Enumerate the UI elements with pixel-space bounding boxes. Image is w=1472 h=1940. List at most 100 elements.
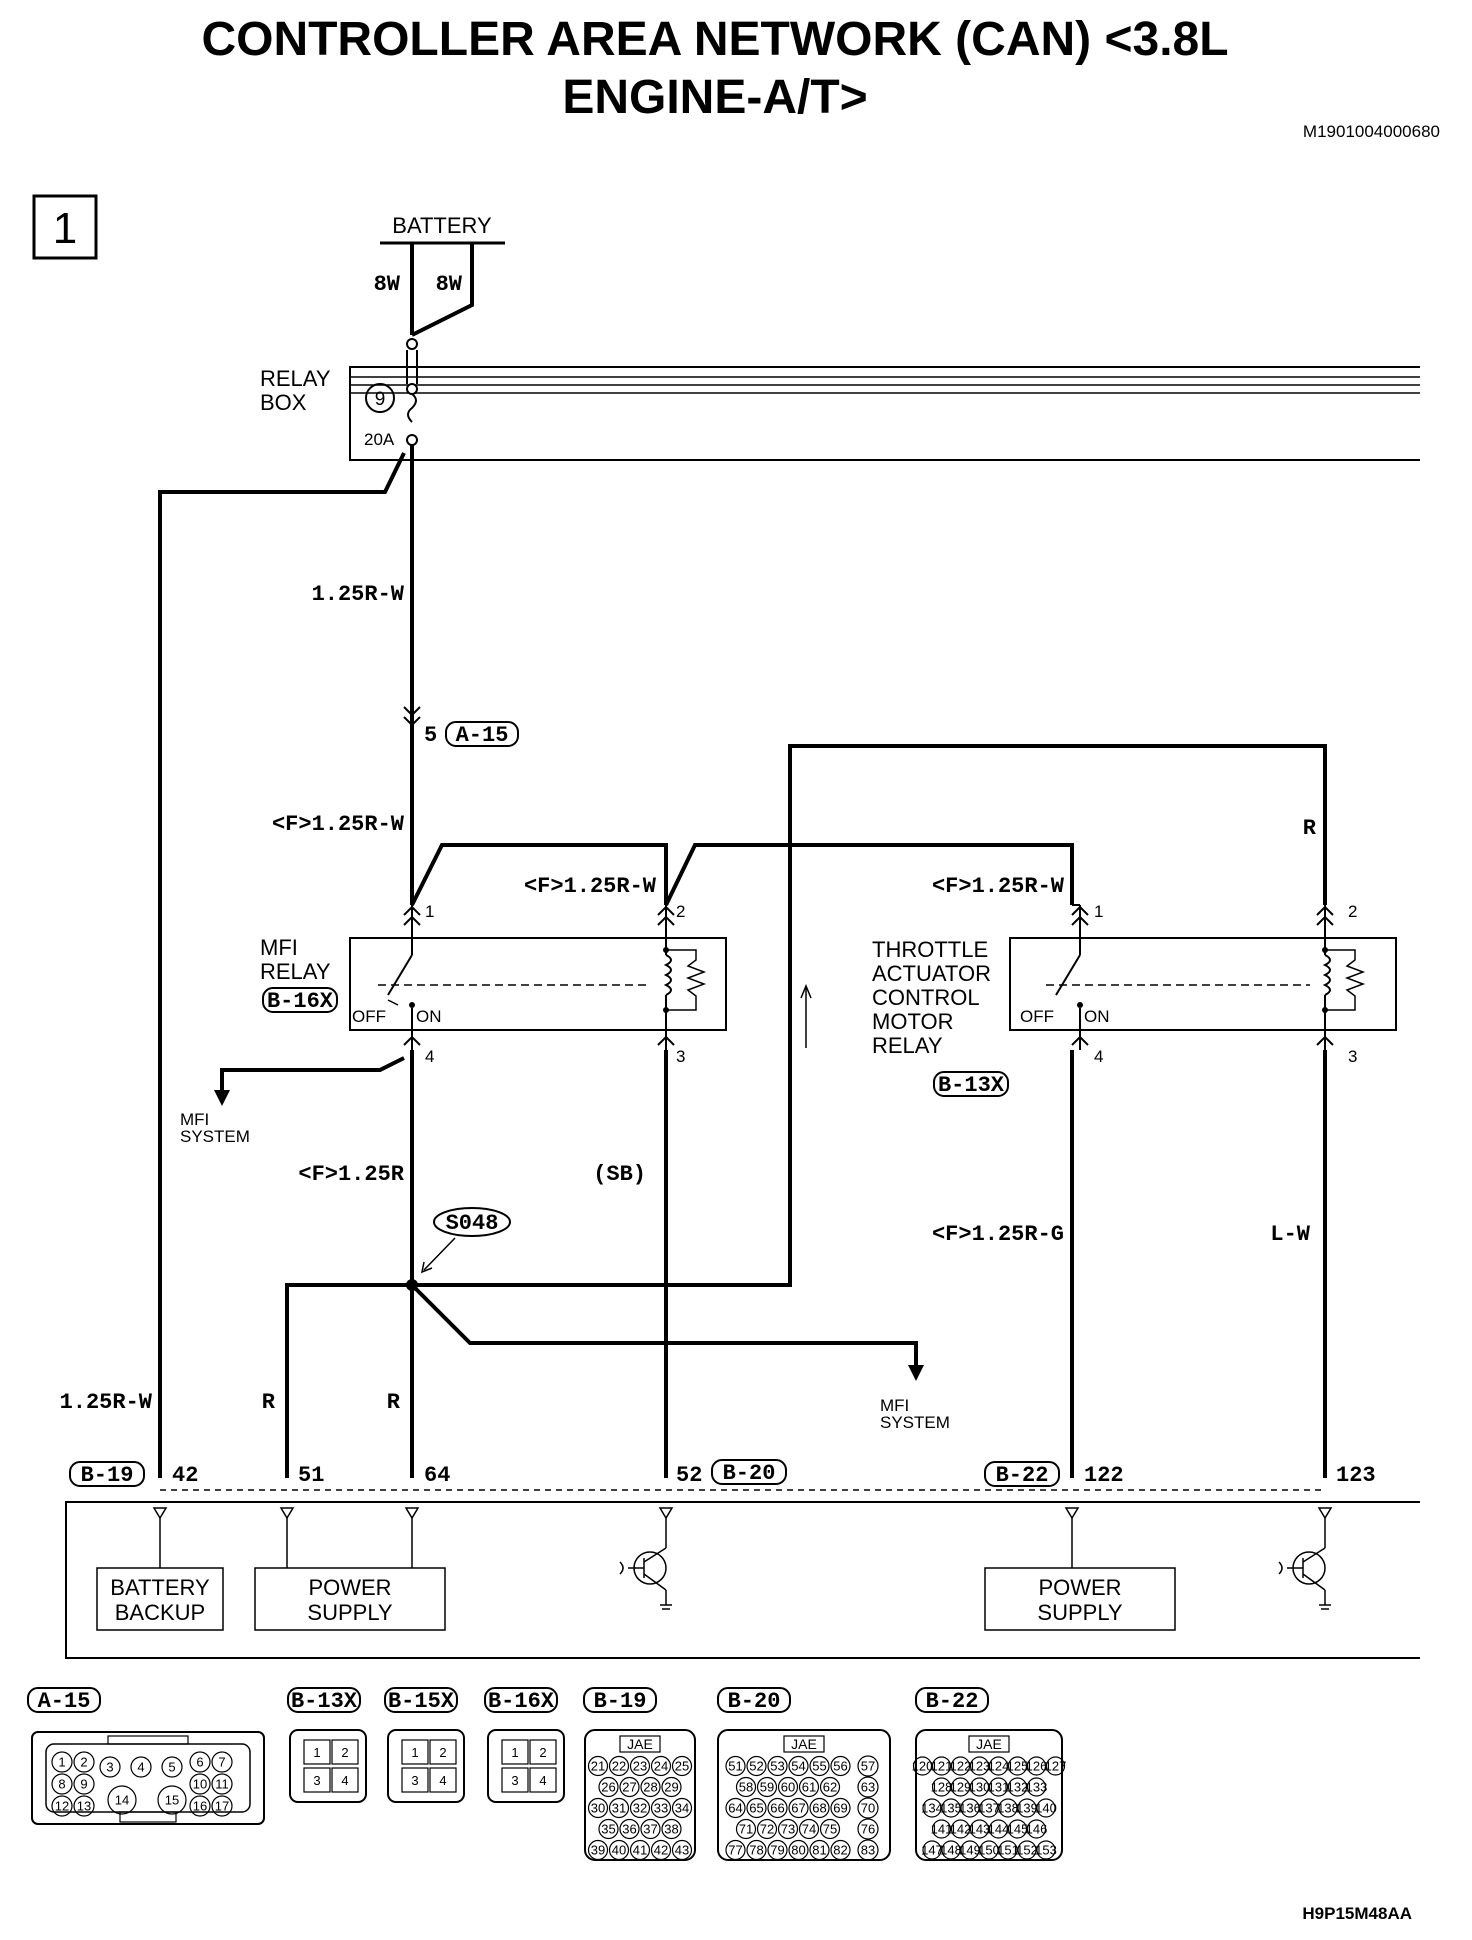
b19-pin-39: 39 — [587, 1839, 609, 1861]
b22-pin-124: 124 — [988, 1756, 1009, 1776]
b22-pin-127: 127 — [1045, 1756, 1066, 1776]
b16x-pin-3: 3 — [501, 1767, 529, 1793]
svg-text:31: 31 — [612, 1801, 626, 1816]
svg-text:27: 27 — [622, 1780, 636, 1795]
svg-text:13: 13 — [77, 1799, 91, 1814]
svg-text:4: 4 — [439, 1773, 446, 1788]
svg-text:4: 4 — [341, 1773, 348, 1788]
b22-pin-152: 152 — [1016, 1840, 1038, 1860]
b16x-pin-1: 1 — [501, 1739, 529, 1765]
jae-b20: JAE — [791, 1736, 817, 1752]
tac-relay-label-2: ACTUATOR — [872, 961, 991, 986]
b22-pin-139: 139 — [1016, 1798, 1038, 1818]
mfi-relay-label-2: RELAY — [260, 959, 331, 984]
svg-text:32: 32 — [633, 1801, 647, 1816]
power-supply-2-line1: POWER — [1038, 1575, 1121, 1600]
b22-pin-143: 143 — [969, 1819, 990, 1839]
svg-text:16: 16 — [193, 1799, 207, 1814]
b19-pin-43: 43 — [671, 1839, 693, 1861]
svg-text:153: 153 — [1035, 1843, 1057, 1858]
svg-text:132: 132 — [1007, 1780, 1029, 1795]
b20-pin-52: 52 — [746, 1755, 767, 1777]
page-number-box — [32, 194, 98, 260]
branch-r2: R — [387, 1390, 401, 1415]
b20-pin-74: 74 — [798, 1818, 820, 1840]
svg-text:25: 25 — [675, 1759, 689, 1774]
b22-pin-121: 121 — [931, 1756, 953, 1776]
b22-pin-153: 153 — [1035, 1840, 1057, 1860]
b22-pin-126: 126 — [1026, 1756, 1047, 1776]
b22-pin-141: 141 — [931, 1819, 952, 1839]
b20-pin-58: 58 — [735, 1776, 757, 1798]
b20-pin-56: 56 — [830, 1755, 851, 1777]
svg-text:70: 70 — [861, 1801, 875, 1816]
b19-pin-35: 35 — [598, 1818, 619, 1840]
ecu-pin-123: 123 — [1336, 1463, 1376, 1488]
footer-id: H9P15M48AA — [1302, 1904, 1412, 1923]
b20-pin-70: 70 — [857, 1797, 879, 1819]
svg-text:4: 4 — [137, 1760, 144, 1775]
svg-text:149: 149 — [959, 1843, 981, 1858]
b20-pin-67: 67 — [788, 1797, 809, 1819]
svg-text:75: 75 — [823, 1822, 837, 1837]
svg-text:152: 152 — [1016, 1843, 1038, 1858]
a15-pin: 5 — [424, 723, 437, 748]
svg-text:39: 39 — [591, 1843, 605, 1858]
power-supply-1-line1: POWER — [308, 1575, 391, 1600]
b19-pin-28: 28 — [640, 1776, 661, 1798]
a15-pin-10: 10 — [189, 1773, 211, 1795]
svg-text:12: 12 — [55, 1799, 69, 1814]
svg-text:1: 1 — [313, 1745, 320, 1760]
a15-pin-7: 7 — [211, 1751, 233, 1773]
svg-text:69: 69 — [833, 1801, 847, 1816]
b20-pin-76: 76 — [857, 1818, 879, 1840]
page-title-line2: ENGINE-A/T> — [562, 71, 868, 124]
splice-label: S048 — [446, 1211, 499, 1236]
svg-text:29: 29 — [664, 1780, 678, 1795]
a15-connector-tag: A-15 — [456, 723, 509, 748]
svg-text:24: 24 — [654, 1759, 668, 1774]
svg-text:74: 74 — [802, 1822, 816, 1837]
tac-relay-on: ON — [1084, 1007, 1110, 1026]
b13x-pin-2: 2 — [331, 1739, 359, 1765]
b22-pin-142: 142 — [950, 1819, 971, 1839]
power-supply-block-2 — [984, 1567, 1176, 1631]
b22-pin-123: 123 — [969, 1756, 990, 1776]
b20-pin-54: 54 — [788, 1755, 809, 1777]
svg-text:67: 67 — [791, 1801, 805, 1816]
svg-text:54: 54 — [791, 1759, 805, 1774]
svg-text:40: 40 — [612, 1843, 626, 1858]
connector-b16x-face — [487, 1729, 565, 1803]
b19-pin-21: 21 — [587, 1755, 609, 1777]
b22-pin-140: 140 — [1035, 1798, 1057, 1818]
svg-text:1: 1 — [58, 1755, 65, 1770]
svg-text:36: 36 — [622, 1822, 636, 1837]
battery-backup-block — [96, 1567, 224, 1631]
mfi-system-2-line2: SYSTEM — [880, 1413, 950, 1432]
svg-text:11: 11 — [215, 1777, 229, 1792]
b22-pin-138: 138 — [997, 1798, 1019, 1818]
svg-text:59: 59 — [760, 1780, 774, 1795]
ecu-connector-b22: B-22 — [996, 1463, 1049, 1488]
svg-text:3: 3 — [313, 1773, 320, 1788]
svg-text:129: 129 — [950, 1780, 972, 1795]
power-supply-block-1 — [254, 1567, 446, 1631]
battery-wire-left: 8W — [374, 272, 401, 297]
svg-text:2: 2 — [341, 1745, 348, 1760]
main-feed-wire: 1.25R-W — [312, 582, 405, 607]
tac-coil-out-wire: L-W — [1270, 1222, 1310, 1247]
tac-relay-off: OFF — [1020, 1007, 1054, 1026]
svg-text:63: 63 — [861, 1780, 875, 1795]
conn-label-b19: B-19 — [594, 1689, 647, 1714]
tac-relay-pin3: 3 — [1348, 1047, 1357, 1066]
mfi-system-1-line1: MFI — [180, 1110, 209, 1129]
b19-pin-34: 34 — [671, 1797, 693, 1819]
b19-pin-22: 22 — [608, 1755, 630, 1777]
jae-b22: JAE — [976, 1736, 1002, 1752]
mfi-system-2-line1: MFI — [880, 1396, 909, 1415]
ecu-body — [65, 1501, 1420, 1659]
svg-text:60: 60 — [781, 1780, 795, 1795]
svg-text:2: 2 — [539, 1745, 546, 1760]
svg-text:121: 121 — [931, 1759, 953, 1774]
